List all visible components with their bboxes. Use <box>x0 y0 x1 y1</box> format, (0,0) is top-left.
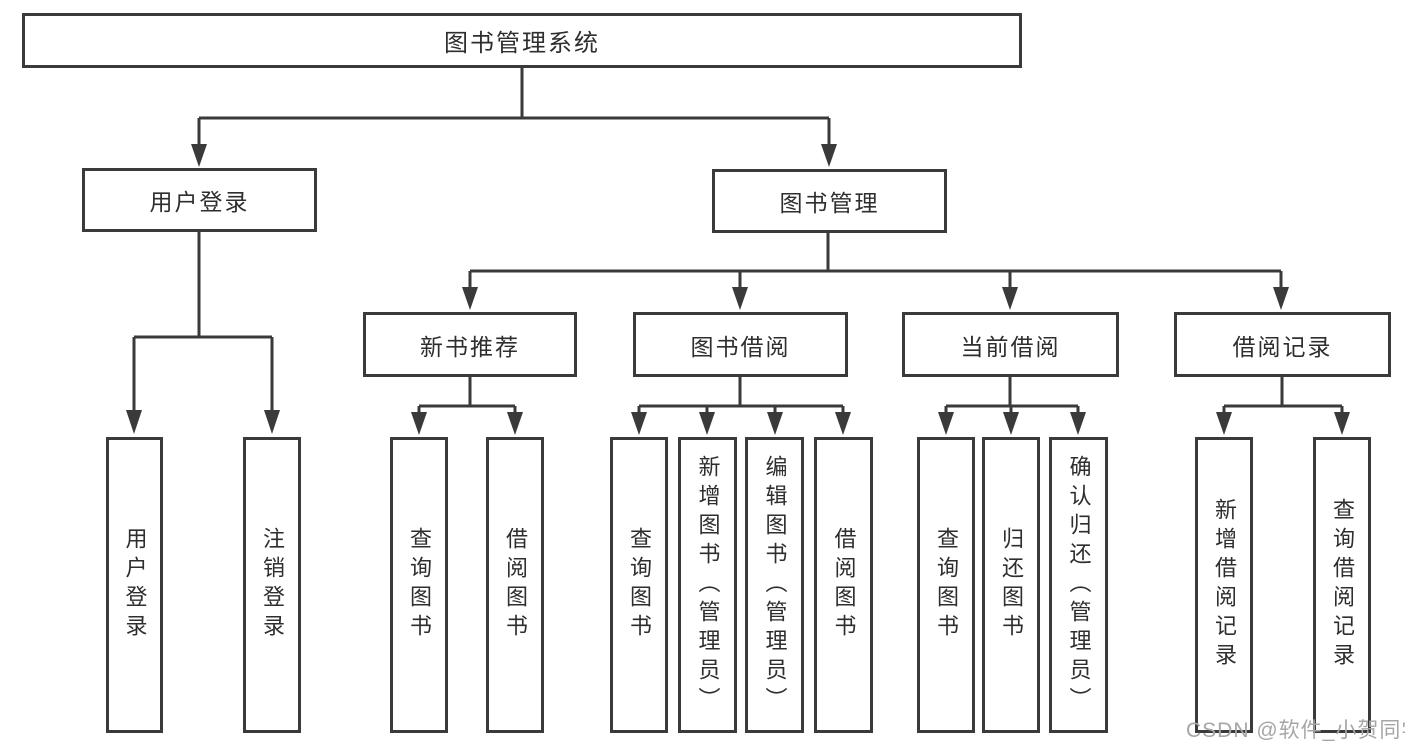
leaf-label: 查询借阅记录 <box>1330 498 1355 672</box>
leaf-user-login: 用户登录 <box>106 437 163 733</box>
leaf-borrow-books: 借阅图书 <box>814 437 873 733</box>
leaf-label: 借阅图书 <box>503 527 528 643</box>
leaf-recommend-query-books: 查询图书 <box>390 437 448 733</box>
leaf-label: 确认归还（管理员） <box>1066 454 1092 716</box>
leaf-label: 归还图书 <box>999 527 1024 643</box>
leaf-label: 新增图书（管理员） <box>695 454 721 716</box>
leaf-recommend-borrow-books: 借阅图书 <box>486 437 544 733</box>
leaf-confirm-return-admin: 确认归还（管理员） <box>1049 437 1108 733</box>
leaf-label: 查询图书 <box>407 527 432 643</box>
node-current-borrow: 当前借阅 <box>902 312 1119 377</box>
leaf-label: 用户登录 <box>122 527 148 643</box>
leaf-label: 编辑图书（管理员） <box>762 454 788 716</box>
leaf-label: 查询图书 <box>627 527 652 643</box>
node-user-login: 用户登录 <box>82 168 317 232</box>
node-new-book-recommend: 新书推荐 <box>363 312 577 377</box>
leaf-label: 新增借阅记录 <box>1212 498 1237 672</box>
leaf-edit-books-admin: 编辑图书（管理员） <box>745 437 804 733</box>
leaf-current-query-books: 查询图书 <box>917 437 975 733</box>
leaf-label: 注销登录 <box>260 527 285 643</box>
leaf-query-borrow-record: 查询借阅记录 <box>1313 437 1371 733</box>
leaf-add-books-admin: 新增图书（管理员） <box>678 437 737 733</box>
connector-path <box>132 68 1344 414</box>
node-root-system: 图书管理系统 <box>22 13 1022 68</box>
leaf-borrow-query-books: 查询图书 <box>610 437 668 733</box>
node-book-management: 图书管理 <box>712 169 947 233</box>
leaf-add-borrow-record: 新增借阅记录 <box>1195 437 1253 733</box>
node-book-borrow: 图书借阅 <box>633 312 848 377</box>
leaf-logout: 注销登录 <box>243 437 301 733</box>
arrowhead-icon <box>126 144 1350 435</box>
node-borrow-records: 借阅记录 <box>1174 312 1391 377</box>
leaf-label: 查询图书 <box>934 527 959 643</box>
leaf-label: 借阅图书 <box>831 527 857 643</box>
leaf-return-books: 归还图书 <box>982 437 1040 733</box>
csdn-watermark: CSDN @软件_小贺同学 <box>1186 719 1405 742</box>
